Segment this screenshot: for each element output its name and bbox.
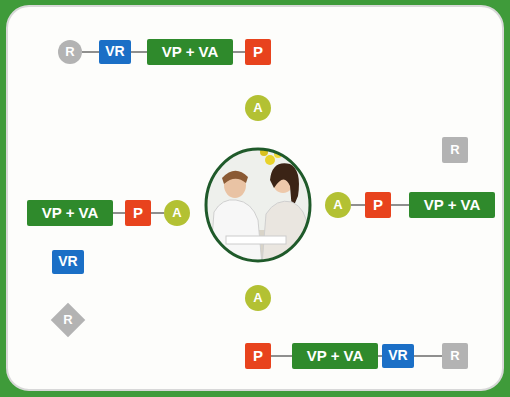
green-box: VP + VA	[27, 200, 113, 226]
blue-box: VR	[382, 344, 413, 368]
olive-circle: A	[245, 285, 271, 311]
connector-line	[233, 51, 245, 53]
node-label: A	[172, 206, 181, 220]
node-label: VP + VA	[307, 348, 364, 365]
node-label: VR	[58, 254, 77, 269]
connector-line	[271, 355, 292, 357]
node-label: VP + VA	[42, 205, 99, 222]
node-label: VR	[105, 44, 124, 59]
red-box: P	[245, 343, 271, 369]
connector-line	[113, 212, 125, 214]
green-box: VP + VA	[292, 343, 378, 369]
node-label: VP + VA	[162, 44, 219, 61]
node-label: P	[253, 44, 263, 61]
blue-box: VR	[99, 40, 130, 64]
grey-diamond: R	[50, 302, 86, 338]
red-box: P	[245, 39, 271, 65]
node-label: VP + VA	[424, 197, 481, 214]
green-box: VP + VA	[409, 192, 495, 218]
red-box: P	[365, 192, 391, 218]
node-label: R	[63, 313, 72, 327]
node-label: A	[333, 198, 342, 212]
node-label: P	[373, 197, 383, 214]
blue-box: VR	[52, 250, 83, 274]
node-label: P	[253, 348, 263, 365]
connector-line	[414, 355, 442, 357]
node-label: P	[133, 205, 143, 222]
connector-line	[351, 204, 365, 206]
connector-line	[82, 51, 99, 53]
node-label: R	[450, 143, 459, 157]
node-label: R	[450, 349, 459, 363]
grey-square: R	[442, 137, 468, 163]
node-label: VR	[388, 348, 407, 363]
node-label: A	[253, 101, 262, 115]
node-label: A	[253, 291, 262, 305]
node-label: R	[65, 45, 74, 59]
red-box: P	[125, 200, 151, 226]
grey-square: R	[442, 343, 468, 369]
diamond-shape	[51, 303, 86, 338]
green-box: VP + VA	[147, 39, 233, 65]
connector-line	[131, 51, 147, 53]
olive-circle: A	[245, 95, 271, 121]
grey-circle: R	[58, 40, 82, 64]
olive-circle: A	[325, 192, 351, 218]
olive-circle: A	[164, 200, 190, 226]
connector-line	[151, 212, 164, 214]
connector-line	[391, 204, 409, 206]
